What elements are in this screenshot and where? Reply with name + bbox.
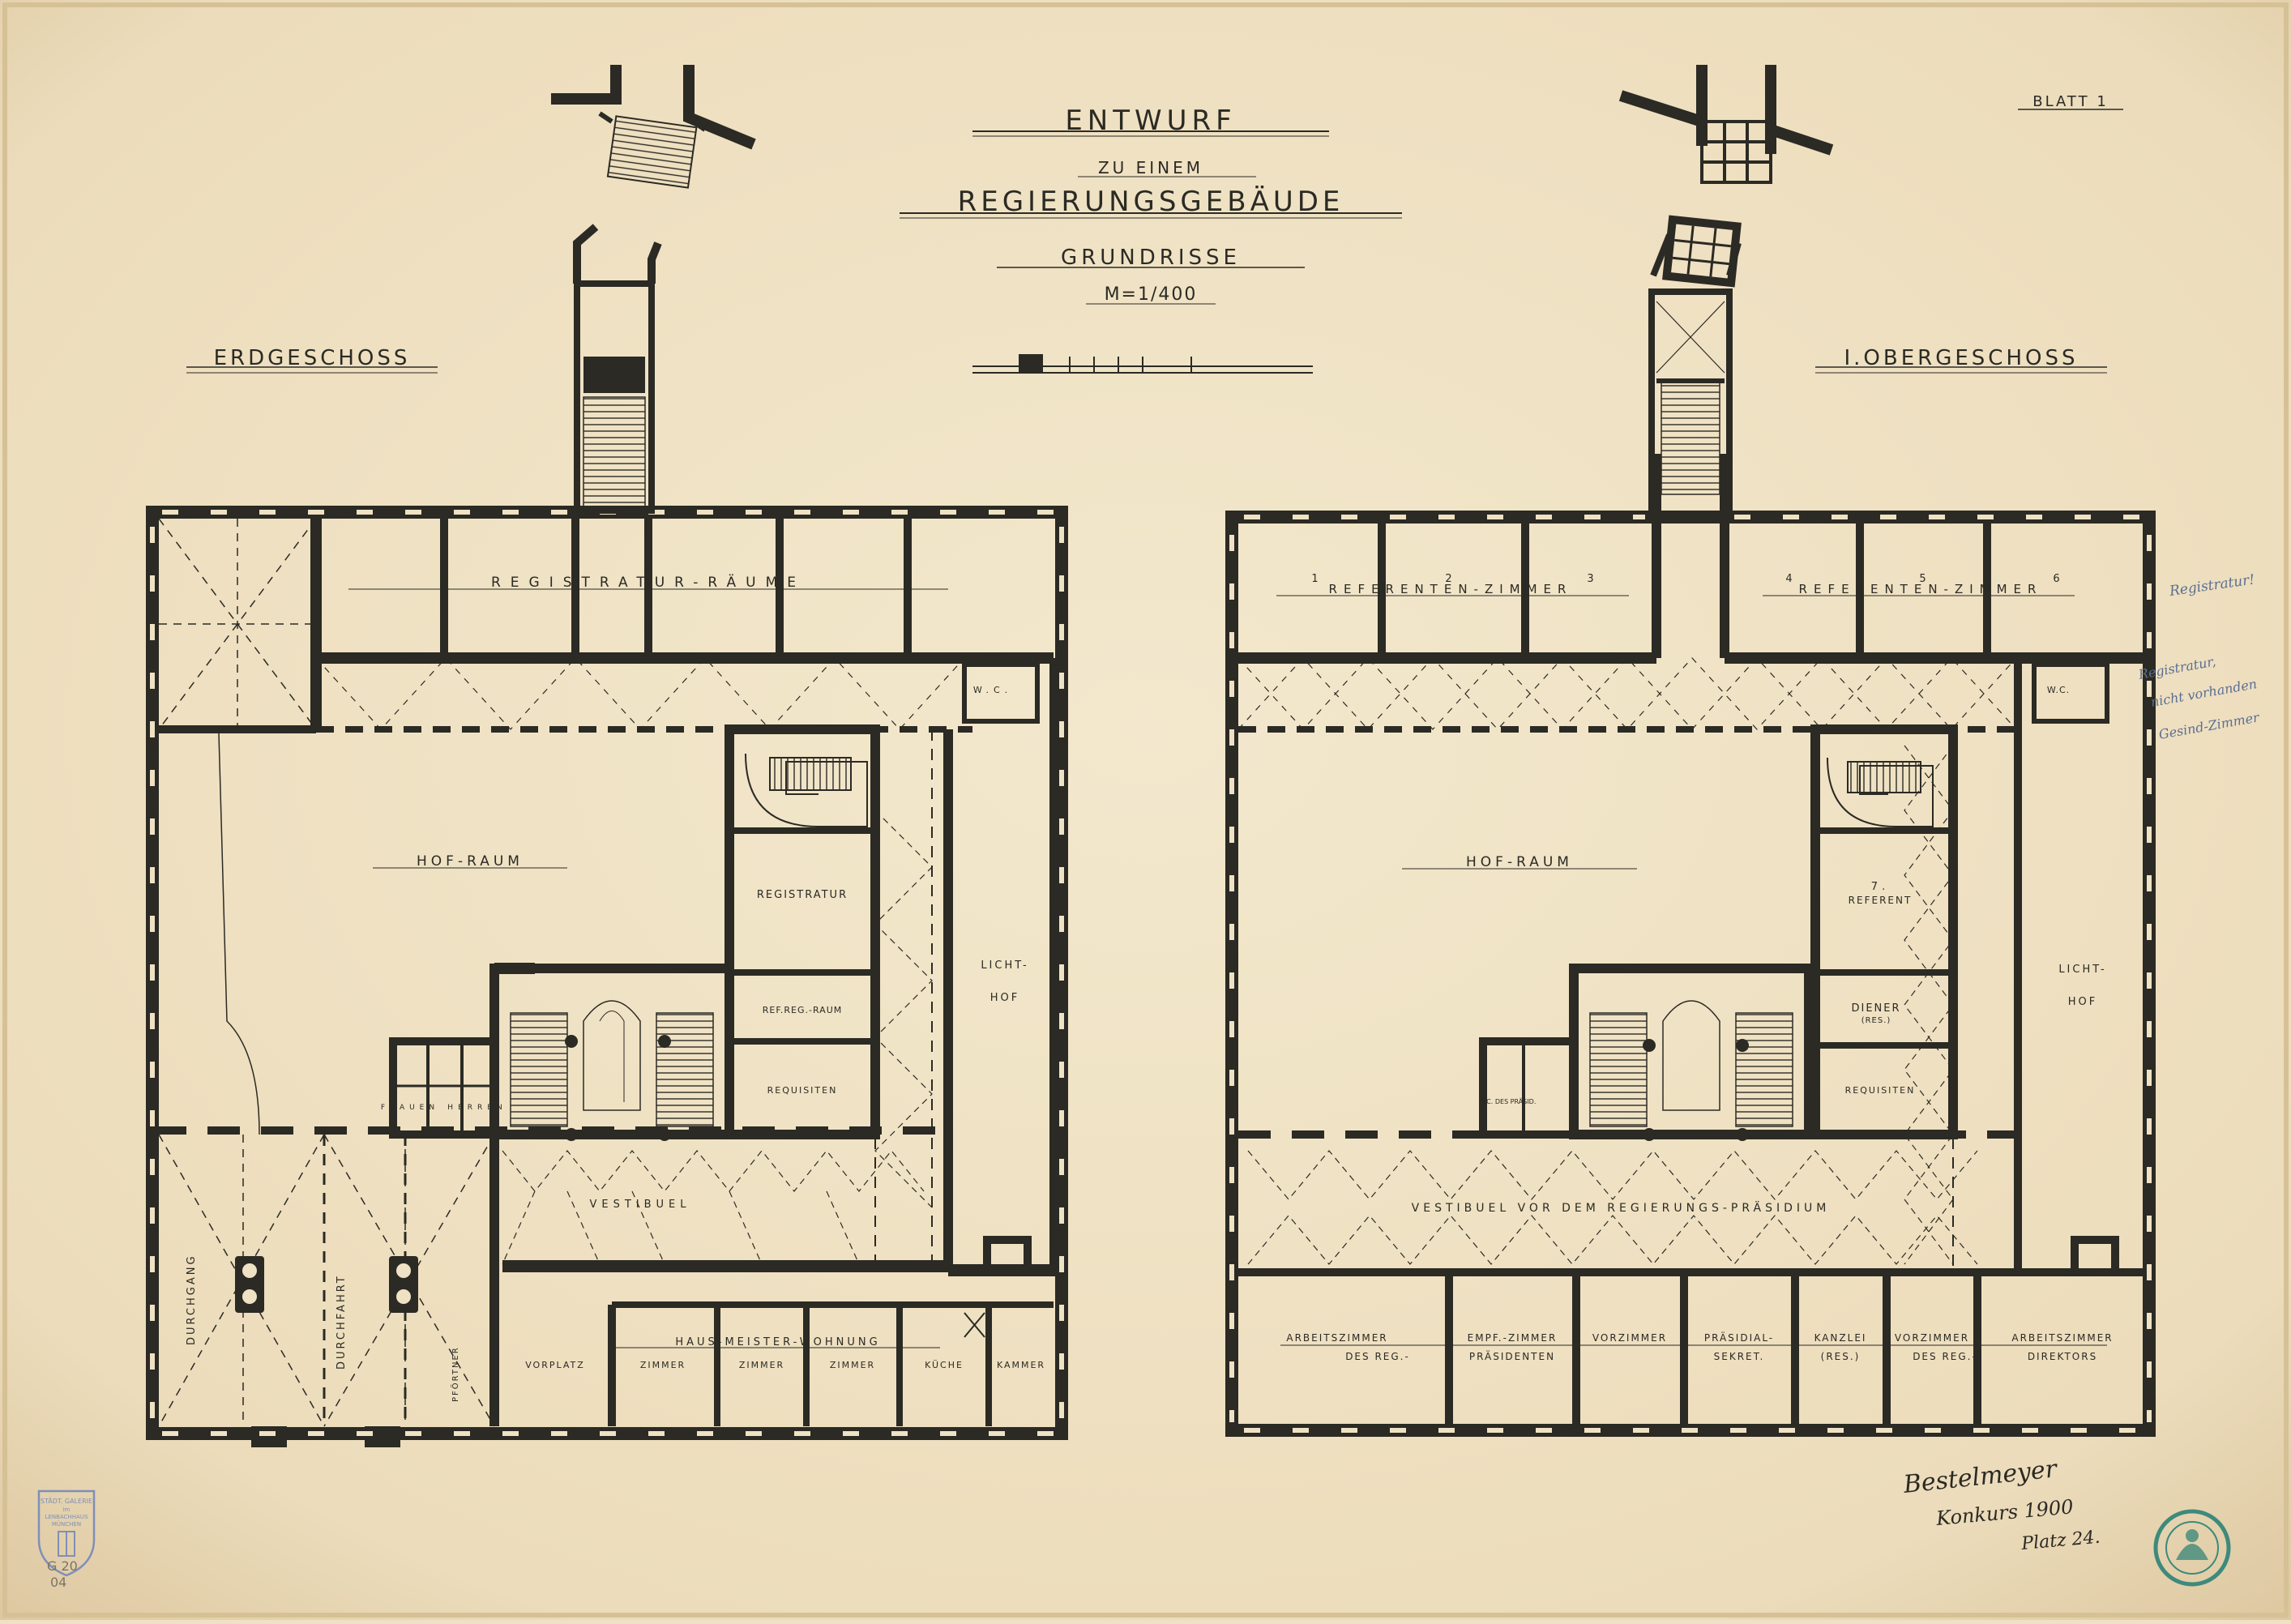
gf-label-requisiten: REQUISITEN — [767, 1085, 838, 1096]
uf-south-top-3: VORZIMMER — [1592, 1332, 1667, 1344]
uf-room-number-5: 5 — [1919, 573, 1930, 585]
uf-label-courtyard: HOF-RAUM — [1466, 854, 1573, 870]
uf-room-number-2: 2 — [1445, 573, 1455, 585]
uf-south-bottom-6: DES REG.- — [1913, 1351, 1977, 1362]
inventory-number: G 20 04 — [47, 1558, 78, 1590]
title-scale: M=1/400 — [1105, 284, 1198, 305]
uf-label-wc-pres: W.C. DES PRÄSID. — [1479, 1097, 1537, 1105]
inventory-line-2: 04 — [50, 1575, 66, 1590]
ground-floor-heading: ERDGESCHOSS — [186, 346, 438, 374]
gf-label-north-wing: REGISTRATUR-RÄUME — [491, 574, 806, 591]
uf-room-number-1: 1 — [1311, 573, 1322, 585]
gf-label-drive: DURCHFAHRT — [336, 1274, 348, 1370]
uf-room-number-6: 6 — [2053, 573, 2063, 585]
title-grundrisse: GRUNDRISSE — [1061, 246, 1241, 270]
scale-bar — [972, 354, 1313, 374]
uf-room-number-3: 3 — [1587, 573, 1597, 585]
uf-south-top-1: ARBEITSZIMMER — [1286, 1332, 1387, 1344]
uf-south-top-6: VORZIMMER — [1895, 1332, 1969, 1344]
stamp-line-1: STÄDT. GALERIE — [41, 1497, 92, 1505]
title-block: ENTWURF ZU EINEM REGIERUNGSGEBÄUDE GRUND… — [900, 105, 1402, 374]
upper-floor-title: I.OBERGESCHOSS — [1844, 346, 2079, 370]
uf-label-north-left: REFERENTEN-ZIMMER — [1329, 582, 1573, 596]
uf-label-light-court-2: HOF — [2068, 996, 2098, 1008]
gf-label-courtyard: HOF-RAUM — [417, 853, 524, 870]
uf-south-bottom-1: DES REG.- — [1345, 1351, 1410, 1362]
gf-label-toilets-1: FRAUEN — [381, 1104, 439, 1112]
uf-south-top-2: EMPF.-ZIMMER — [1468, 1332, 1558, 1344]
uf-room-number-4: 4 — [1785, 573, 1796, 585]
uf-south-bottom-4: SEKRET. — [1714, 1351, 1765, 1362]
gf-label-toilets-2: HERREN — [447, 1104, 506, 1112]
lenbachhaus-stamp: STÄDT. GALERIE im LENBACHHAUS MÜNCHEN — [37, 1489, 96, 1577]
ground-floor-title: ERDGESCHOSS — [214, 346, 411, 370]
uf-south-top-4: PRÄSIDIAL- — [1704, 1331, 1774, 1344]
uf-south-top-7: ARBEITSZIMMER — [2011, 1332, 2113, 1344]
gf-label-light-court-1: LICHT- — [981, 959, 1028, 972]
uf-label-light-court-1: LICHT- — [2058, 964, 2106, 976]
uf-label-referent: REFERENT — [1849, 895, 1913, 906]
gf-label-registratur: REGISTRATUR — [757, 889, 848, 901]
upper-floor-plan — [1225, 215, 2156, 1437]
gf-label-south-room-5: KÜCHE — [925, 1360, 964, 1370]
title-entwurf: ENTWURF — [1065, 105, 1236, 137]
uf-label-north-right: REFERENTEN-ZIMMER — [1799, 582, 2043, 596]
title-zu-einem: ZU EINEM — [1098, 158, 1203, 177]
sheet-number-label: BLATT 1 — [2032, 93, 2109, 110]
gf-stair-detail — [551, 65, 756, 189]
gf-label-light-court-2: HOF — [990, 992, 1020, 1004]
gf-label-hausmeister: HAUS-MEISTER-WOHNUNG — [675, 1336, 880, 1348]
uf-label-vestibule: VESTIBUEL VOR DEM REGIERUNGS-PRÄSIDIUM — [1412, 1200, 1831, 1215]
gf-label-south-room-4: ZIMMER — [830, 1360, 875, 1370]
gf-label-south-room-6: KAMMER — [997, 1360, 1045, 1370]
sheet-number: BLATT 1 — [2018, 93, 2123, 110]
gf-label-passage: DURCHGANG — [186, 1254, 198, 1345]
title-regierungsgebaeude: REGIERUNGSGEBÄUDE — [958, 186, 1344, 218]
gf-labels: REGISTRATUR-RÄUME HOF-RAUM REGISTRATUR R… — [186, 574, 1045, 1402]
uf-label-requisiten: REQUISITEN — [1845, 1085, 1916, 1096]
uf-labels: REFERENTEN-ZIMMER REFERENTEN-ZIMMER 1 2 … — [1276, 573, 2113, 1362]
uf-label-wc: W.C. — [2047, 685, 2070, 695]
gf-label-south-room-2: ZIMMER — [640, 1360, 686, 1370]
stamp-line-4: MÜNCHEN — [52, 1520, 81, 1528]
uf-stair-detail — [1618, 65, 1834, 184]
gf-label-ref-reg: REF.REG.-RAUM — [763, 1005, 843, 1015]
museum-seal — [2153, 1509, 2231, 1587]
gf-label-vestibule: VESTIBUEL — [589, 1199, 690, 1211]
stamp-line-2: im — [63, 1506, 71, 1513]
uf-label-diener-sub: (RES.) — [1861, 1016, 1891, 1025]
inventory-line-1: G 20 — [47, 1558, 78, 1574]
gf-label-porter: PFÖRTNER — [450, 1346, 460, 1402]
uf-label-diener: DIENER — [1851, 1002, 1900, 1015]
uf-label-referent-no: 7. — [1871, 881, 1889, 893]
gf-label-south-room-3: ZIMMER — [739, 1360, 784, 1370]
upper-floor-heading: I.OBERGESCHOSS — [1815, 346, 2107, 374]
ground-floor-plan — [146, 224, 1068, 1447]
uf-south-bottom-2: PRÄSIDENTEN — [1469, 1350, 1555, 1362]
uf-south-bottom-7: DIREKTORS — [2028, 1351, 2097, 1362]
uf-south-bottom-5: (RES.) — [1821, 1351, 1861, 1362]
stamp-line-3: LENBACHHAUS — [45, 1514, 88, 1520]
gf-label-wc: W.C. — [973, 685, 1012, 695]
uf-south-top-5: KANZLEI — [1814, 1332, 1867, 1344]
gf-label-south-room-1: VORPLATZ — [525, 1360, 585, 1370]
